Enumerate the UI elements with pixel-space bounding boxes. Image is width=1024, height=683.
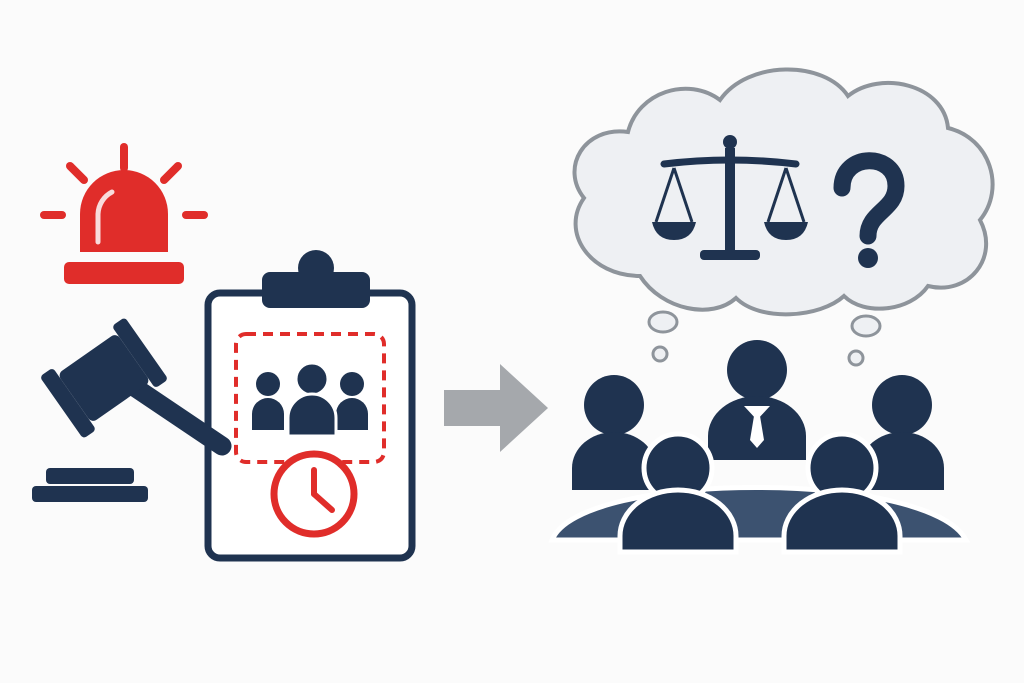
- thought-cloud-icon: [572, 67, 995, 367]
- alarm-siren-icon: [40, 143, 208, 284]
- clock-icon: [270, 450, 358, 538]
- right-arrow-icon: [444, 364, 548, 452]
- group-people-icon: [252, 361, 368, 438]
- scales-of-justice-icon: [652, 135, 808, 260]
- question-mark-icon: [833, 152, 905, 268]
- judge-gavel-icon: [32, 318, 232, 502]
- jury-panel-icon: [548, 340, 971, 555]
